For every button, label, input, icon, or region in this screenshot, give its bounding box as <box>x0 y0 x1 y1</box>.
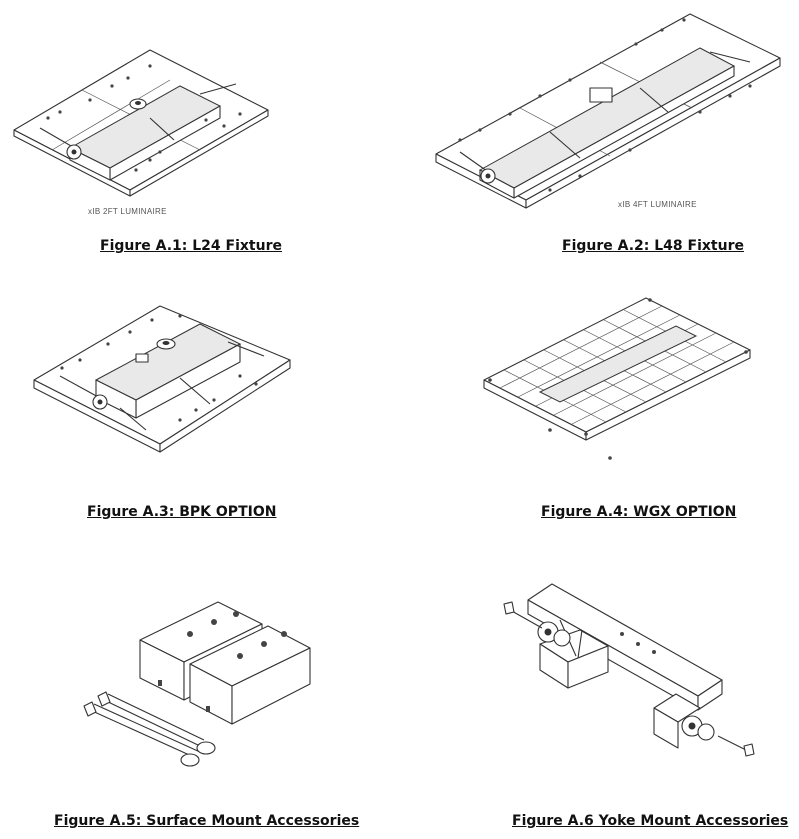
l48-fixture-drawing <box>435 13 781 209</box>
figure-a4: Figure A.4: WGX OPTION <box>400 280 799 530</box>
l24-drawing-label: xIB 2FT LUMINAIRE <box>88 207 167 216</box>
figure-a5-caption: Figure A.5: Surface Mount Accessories <box>54 813 360 829</box>
figure-a2-caption: Figure A.2: L48 Fixture <box>562 238 744 254</box>
l48-drawing-label: xIB 4FT LUMINAIRE <box>618 200 697 209</box>
figure-a2: xIB 4FT LUMINAIRE Figure A.2: L48 Fixtur… <box>400 0 799 270</box>
figure-a3-caption: Figure A.3: BPK OPTION <box>87 504 277 520</box>
figure-a6: Figure A.6 Yoke Mount Accessories <box>400 560 799 839</box>
surface-mount-accessories-drawing <box>83 601 311 767</box>
figure-a4-caption: Figure A.4: WGX OPTION <box>541 504 737 520</box>
figure-a6-caption: Figure A.6 Yoke Mount Accessories <box>512 813 789 829</box>
bpk-option-drawing <box>33 305 291 453</box>
yoke-mount-accessories-drawing <box>503 583 755 757</box>
figure-a1: xIB 2FT LUMINAIRE Figure A.1: L24 Fixtur… <box>0 0 400 270</box>
figure-a1-caption: Figure A.1: L24 Fixture <box>100 238 282 254</box>
wgx-option-drawing <box>483 297 751 460</box>
figure-a3: Figure A.3: BPK OPTION <box>0 280 400 530</box>
l24-fixture-drawing <box>13 49 269 197</box>
figure-a5: Figure A.5: Surface Mount Accessories <box>0 560 400 839</box>
